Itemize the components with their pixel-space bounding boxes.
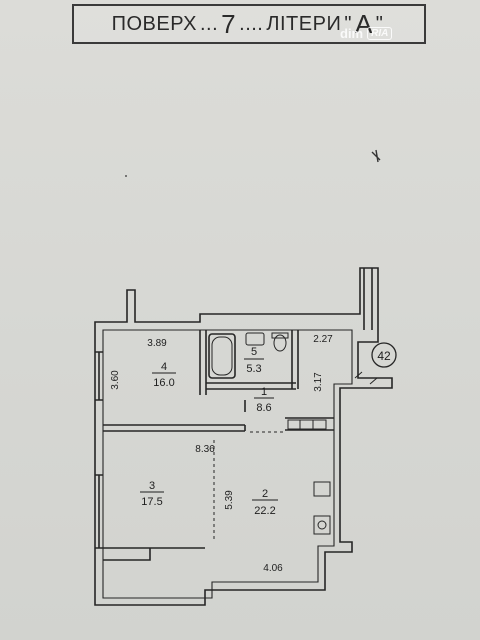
wall-bath-hall — [206, 382, 296, 390]
floor-dots-left: ... — [200, 12, 219, 35]
room-2-area: 22.2 — [254, 505, 275, 517]
dim-room4-depth: 3.60 — [110, 370, 121, 390]
liter-label: ЛІТЕРИ — [266, 12, 342, 35]
liter-quote-close: " — [375, 12, 384, 35]
outer-wall-inner — [102, 329, 353, 599]
kitchen-sink — [313, 481, 331, 497]
dim-kitchen-depth: 5.39 — [224, 490, 235, 510]
dimria-watermark: dim RIA — [340, 18, 393, 48]
room-4-area: 16.0 — [153, 377, 174, 389]
watermark-brand: dim — [340, 25, 364, 41]
room-1-area: 8.6 — [256, 402, 271, 414]
dim-kitchen-width: 4.06 — [263, 563, 283, 574]
ink-dot — [125, 175, 127, 177]
stove-burner — [317, 520, 327, 530]
floor-header: ПОВЕРХ ... 7 .... ЛІТЕРИ " А " — [72, 4, 426, 44]
room-4-id: 4 — [161, 361, 167, 373]
floor-dots-mid: .... — [239, 12, 264, 35]
wall-room4-room3 — [103, 424, 245, 432]
wall-hall-lower — [285, 417, 334, 431]
dim-hall-depth: 3.17 — [313, 372, 324, 392]
room-5-area: 5.3 — [246, 363, 261, 375]
toilet-tank — [271, 332, 289, 339]
room-1-id: 1 — [261, 386, 267, 398]
ink-mark — [371, 149, 381, 163]
dim-room4-width: 3.89 — [147, 338, 167, 349]
wall-bath-right — [291, 330, 299, 389]
sink — [245, 332, 265, 346]
bathtub — [208, 333, 236, 379]
floor-number: 7 — [221, 8, 237, 39]
bathtub-inner — [211, 336, 233, 376]
dim-hall-width: 2.27 — [313, 334, 333, 345]
room-2-id: 2 — [262, 488, 268, 500]
outer-wall — [94, 267, 393, 606]
room-3-id: 3 — [149, 480, 155, 492]
room-5-id: 5 — [251, 346, 257, 358]
stove — [313, 515, 331, 535]
shaft-right — [363, 268, 373, 330]
wall-room4-bath — [199, 330, 207, 395]
window-room3 — [95, 474, 103, 549]
liter-quote-open: " — [344, 12, 352, 35]
entrance-mark — [354, 371, 378, 385]
toilet — [273, 334, 287, 352]
watermark-badge: RIA — [367, 26, 393, 40]
hall-cabinet-divisions — [299, 420, 314, 429]
apartment-number-circle — [371, 342, 397, 368]
room-3-area: 17.5 — [141, 496, 162, 508]
hall-cabinet — [287, 419, 327, 430]
apartment-number: 42 — [377, 349, 391, 363]
balcony — [103, 547, 205, 561]
window-room4 — [95, 351, 103, 401]
floor-prefix: ПОВЕРХ — [111, 12, 197, 35]
dim-living-width: 8.36 — [195, 444, 215, 455]
